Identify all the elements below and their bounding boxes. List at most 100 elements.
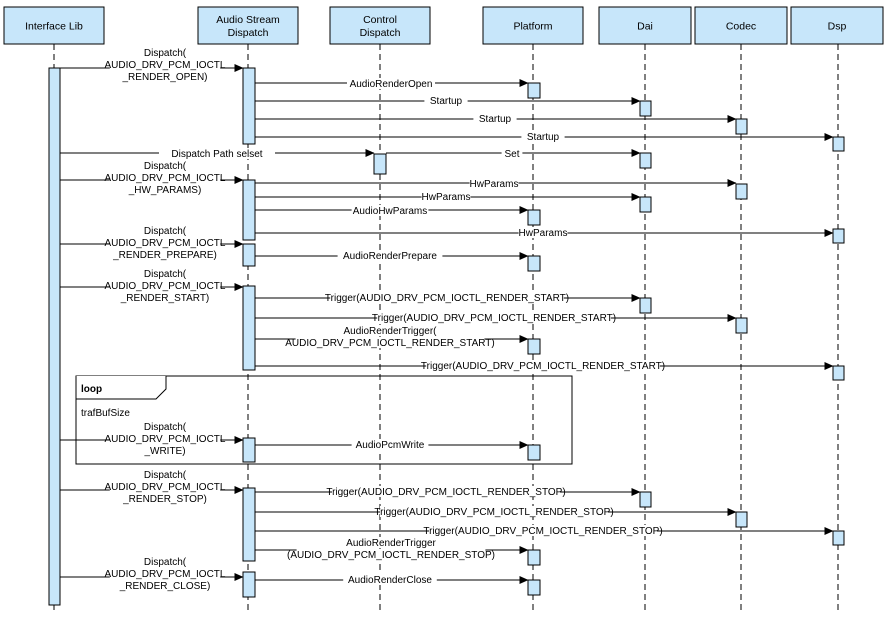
loop-title: loop: [81, 384, 102, 395]
lifeline-dsp: Dsp: [790, 6, 884, 610]
message-if-to-as: Dispatch(AUDIO_DRV_PCM_IOCTL_RENDER_PREP…: [60, 225, 244, 261]
message-label-background: [109, 433, 221, 444]
activation-bar: [832, 530, 845, 546]
activation-bar: [735, 317, 748, 334]
message-label: AUDIO_DRV_PCM_IOCTL_RENDER_START): [285, 338, 495, 349]
activation-bar: [639, 196, 652, 213]
message-label: _RENDER_START): [120, 293, 210, 304]
message-if-to-as: Dispatch(AUDIO_DRV_PCM_IOCTL_WRITE): [60, 421, 244, 457]
message-as-to-cod: Trigger(AUDIO_DRV_PCM_IOCTL_RENDER_START…: [255, 312, 737, 324]
message-label: HwParams: [470, 179, 519, 190]
activation-bar: [639, 152, 652, 169]
lifeline-cd-title: Control: [363, 14, 397, 26]
lifeline-dsp-header-box: [790, 6, 884, 45]
activation-bar: [735, 511, 748, 528]
message-label-background: [137, 47, 193, 58]
message-label-background: [469, 178, 519, 189]
message-label: AudioRenderClose: [348, 575, 432, 586]
message-label-background: [126, 71, 204, 82]
message-label: AUDIO_DRV_PCM_IOCTL: [105, 434, 226, 445]
lifeline-pf-header-box: [482, 6, 584, 45]
activation-bar: [527, 444, 541, 461]
message-label: Trigger(AUDIO_DRV_PCM_IOCTL_RENDER_START…: [372, 313, 616, 324]
message-label: _HW_PARAMS): [128, 185, 202, 196]
message-label: Trigger(AUDIO_DRV_PCM_IOCTL_RENDER_START…: [421, 361, 665, 372]
activation-bar: [242, 571, 256, 598]
message-label-background: [109, 59, 221, 70]
message-label-background: [296, 549, 486, 560]
message-label-background: [109, 172, 221, 183]
activation-bar: [242, 243, 256, 267]
lifeline-if-header-box: [3, 6, 105, 45]
message-label-background: [351, 205, 429, 216]
activation-bar: [832, 136, 845, 152]
message-if-to-as: Dispatch(AUDIO_DRV_PCM_IOCTL_RENDER_OPEN…: [60, 47, 244, 83]
message-label: Dispatch(: [144, 269, 187, 280]
message-label: AUDIO_DRV_PCM_IOCTL: [105, 281, 226, 292]
message-label: Trigger(AUDIO_DRV_PCM_IOCTL_RENDER_START…: [325, 293, 569, 304]
message-label: Startup: [430, 96, 463, 107]
message-label: HwParams: [422, 192, 471, 203]
lifeline-cod-header-box: [694, 6, 788, 45]
message-label: AUDIO_DRV_PCM_IOCTL: [105, 482, 226, 493]
message-label-background: [334, 325, 446, 336]
message-label: _RENDER_OPEN): [121, 72, 207, 83]
activation-bar: [242, 179, 256, 241]
activation-bar: [527, 209, 541, 226]
message-if-to-as: Dispatch(AUDIO_DRV_PCM_IOCTL_RENDER_STAR…: [60, 268, 244, 304]
message-label: _RENDER_CLOSE): [119, 581, 211, 592]
loop-frame: [75, 375, 573, 465]
message-label-background: [123, 292, 207, 303]
message-label-background: [337, 250, 443, 261]
activation-bar: [639, 100, 652, 117]
message-as-to-dai: Trigger(AUDIO_DRV_PCM_IOCTL_RENDER_START…: [255, 292, 641, 304]
message-label: Dispatch(: [144, 226, 187, 237]
message-label: Set: [504, 149, 519, 160]
lifeline-dai: Dai: [598, 6, 692, 610]
message-label: _RENDER_PREPARE): [112, 250, 217, 261]
message-as-to-dsp: Startup: [255, 131, 834, 143]
message-as-to-cod: Startup: [255, 113, 737, 125]
message-label: AUDIO_DRV_PCM_IOCTL: [105, 173, 226, 184]
loop-condition: trafBufSize: [81, 408, 130, 419]
activation-bar: [832, 228, 845, 244]
message-label-background: [137, 225, 193, 236]
message-label-background: [295, 337, 485, 348]
message-label: HwParams: [519, 228, 568, 239]
loop-title-tab: [75, 376, 167, 400]
message-label: AudioPcmWrite: [356, 440, 425, 451]
lifeline-dsp-title: Dsp: [828, 21, 847, 33]
message-label: Trigger(AUDIO_DRV_PCM_IOCTL_RENDER_STOP): [374, 507, 613, 518]
message-cd-to-dai: Set: [386, 148, 641, 160]
activation-bar: [48, 67, 61, 606]
message-label: _WRITE): [143, 446, 185, 457]
lifeline-cd-title: Dispatch: [360, 27, 401, 39]
message-as-to-dai: Trigger(AUDIO_DRV_PCM_IOCTL_RENDER_STOP): [255, 486, 641, 498]
activation-bar: [527, 82, 541, 99]
message-label: Dispatch(: [144, 557, 187, 568]
message-label-background: [159, 148, 275, 159]
message-label: AUDIO_DRV_PCM_IOCTL: [105, 60, 226, 71]
message-label-background: [137, 556, 193, 567]
message-if-to-as: Dispatch(AUDIO_DRV_PCM_IOCTL_RENDER_STOP…: [60, 469, 244, 505]
lifeline-as-title: Dispatch: [228, 27, 269, 39]
message-label-background: [351, 439, 429, 450]
message-label-background: [109, 481, 221, 492]
activation-bar: [735, 118, 748, 135]
activation-bar: [373, 153, 387, 175]
activation-bar: [242, 487, 256, 562]
message-as-to-pf: AudioPcmWrite: [255, 439, 529, 451]
message-as-to-pf: AudioRenderPrepare: [255, 250, 529, 262]
message-as-to-cod: Trigger(AUDIO_DRV_PCM_IOCTL_RENDER_STOP): [255, 506, 737, 518]
activation-bar: [242, 67, 256, 145]
lifeline-as-title: Audio Stream: [216, 14, 280, 26]
loop-fragment: loop trafBufSize: [75, 375, 573, 465]
message-label: AudioRenderTrigger(: [343, 326, 437, 337]
message-as-to-dsp: Trigger(AUDIO_DRV_PCM_IOCTL_RENDER_STOP): [255, 525, 834, 537]
message-label: Startup: [479, 114, 512, 125]
message-label: Dispatch(: [144, 470, 187, 481]
lifeline-if: Interface Lib: [3, 6, 105, 610]
message-label-background: [132, 184, 198, 195]
activation-bar: [527, 255, 541, 272]
message-label-background: [137, 469, 193, 480]
